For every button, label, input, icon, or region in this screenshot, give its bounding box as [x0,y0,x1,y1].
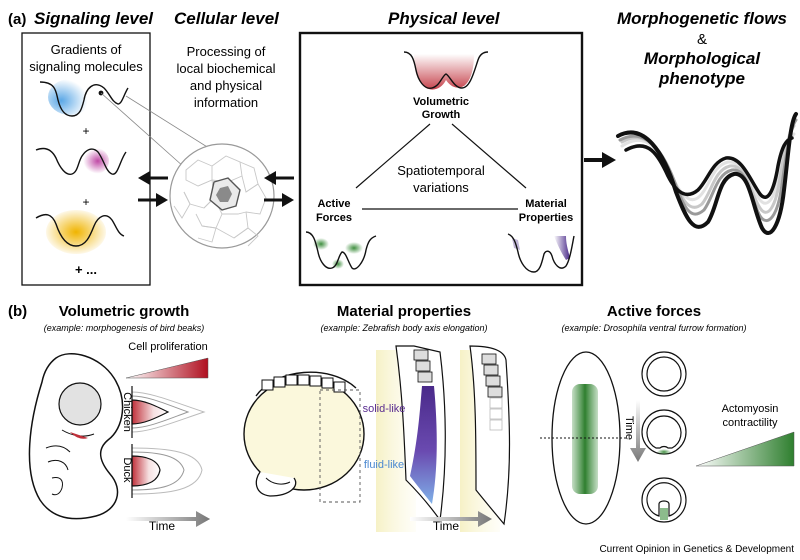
cellular-level-title: Cellular level [174,9,280,28]
forces-time-arrow [630,400,646,462]
zebrafish-embryo-illustration [243,371,365,503]
signaling-box-line2: signaling molecules [29,59,143,74]
cellular-line1: Processing of [187,44,266,59]
tissue-yellow-gradient [35,210,125,254]
cross-section-stage-1 [641,351,687,397]
flows-title-line3: phenotype [658,69,745,88]
journal-footer: Current Opinion in Genetics & Developmen… [599,544,794,555]
spatiotemporal-line2: variations [413,180,469,195]
actomyosin-line1: Actomyosin [722,403,779,415]
spatiotemporal-line1: Spatiotemporal [397,163,485,178]
forces-time-label: Time [623,416,635,440]
plus-1: + [82,124,89,138]
leader-line [100,92,185,168]
cellular-line2: local biochemical [177,61,276,76]
growth-tissue-icon [403,51,489,90]
signaling-box-line1: Gradients of [51,42,122,57]
tissue-magenta-gradient [35,147,127,175]
material-tissue-icon [507,233,575,273]
arrow-signaling-to-cell [138,193,168,207]
drosophila-embryo-illustration [540,351,628,525]
cross-section-stage-2 [641,409,687,455]
morphological-phenotype-curves [616,112,798,235]
signaling-box [21,32,151,286]
actomyosin-wedge [695,431,795,467]
actomyosin-line2: contractility [722,417,778,429]
forces-label-line1: Active [317,198,350,210]
cellular-line4: information [194,95,258,110]
bird-embryo-illustration [28,353,124,520]
physical-triangle [355,123,527,210]
material-time-label: Time [433,519,460,533]
proliferation-wedge [125,357,209,379]
growth-time-label: Time [149,519,176,533]
cellular-line3: and physical [190,78,262,93]
plus-more: + ... [75,262,97,277]
cell-tissue-circle [169,143,275,249]
plus-2: + [82,195,89,209]
flows-title-line2: Morphological [644,49,761,68]
signaling-level-title: Signaling level [34,9,154,28]
arrow-cell-to-signaling [138,171,168,185]
growth-label-line1: Volumetric [413,96,469,108]
duck-beak-stages [131,444,203,498]
growth-section-example: (example: morphogenesis of bird beaks) [44,323,205,333]
material-section-title: Material properties [337,303,471,320]
growth-section-title: Volumetric growth [59,303,190,320]
arrow-cell-to-physical [264,193,294,207]
tail-stage-1 [395,345,446,522]
panel-a-tag: (a) [8,11,26,28]
growth-label-line2: Growth [422,109,461,121]
panel-b-tag: (b) [8,303,27,320]
forces-section-example: (example: Drosophila ventral furrow form… [561,323,746,333]
cross-section-stage-3 [641,477,687,523]
material-label-line2: Properties [519,212,573,224]
material-time-arrow [410,511,492,527]
growth-time-arrow-body [126,511,210,527]
fluid-like-label: fluid-like [364,459,404,471]
material-label-line1: Material [525,198,567,210]
physical-box [298,31,584,287]
forces-section-title: Active forces [607,303,701,320]
arrow-physical-to-flows [584,152,616,168]
flows-amp: & [697,31,707,48]
chicken-beak-stages [131,386,206,438]
forces-label-line2: Forces [316,212,352,224]
cell-proliferation-label: Cell proliferation [128,341,207,353]
forces-tissue-icon [305,231,377,270]
physical-level-title: Physical level [388,9,501,28]
chicken-label: Chicken [121,392,133,432]
material-section-example: (example: Zebrafish body axis elongation… [320,323,487,333]
tail-stage-2 [469,345,511,526]
solid-like-label: solid-like [363,403,406,415]
arrow-physical-to-cell [264,171,294,185]
flows-title-line1: Morphogenetic flows [617,9,787,28]
tissue-blue-gradient [39,79,129,117]
duck-label: Duck [121,457,133,483]
